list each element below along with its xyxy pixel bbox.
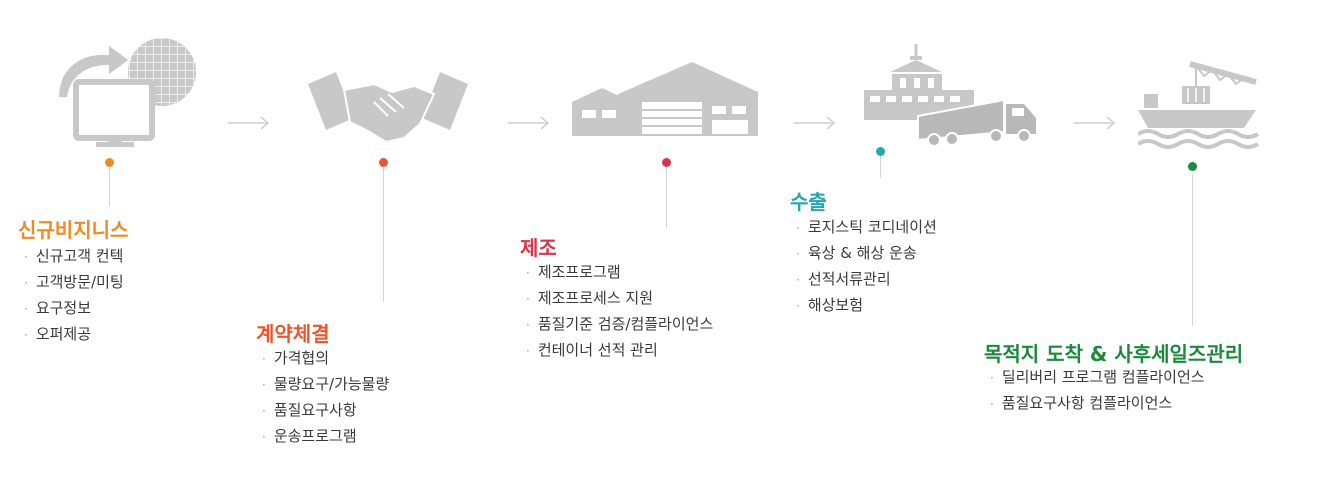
list-item: ·신규고객 컨텍 [24, 247, 124, 265]
step-connector [109, 166, 110, 206]
list-item: ·오퍼제공 [24, 325, 92, 343]
handshake-icon [308, 72, 468, 144]
step-items: ·제조프로그램 ·제조프로세스 지원 ·품질기준 검증/컴플라이언스 ·컨테이너… [526, 260, 713, 364]
list-item: ·해상보험 [796, 296, 864, 314]
step-marker [876, 147, 885, 156]
step-title: 목적지 도착 & 사후세일즈관리 [984, 342, 1244, 366]
list-item: ·요구정보 [24, 299, 92, 317]
list-item: ·딜리버리 프로그램 컴플라이언스 [990, 368, 1205, 386]
arrow-right-icon [508, 116, 550, 130]
step-title: 제조 [520, 236, 557, 260]
list-item: ·품질요구사항 컴플라이언스 [990, 394, 1173, 412]
truck-warehouse-icon [864, 44, 1036, 147]
list-item: ·품질요구사항 [262, 401, 357, 419]
list-item: ·제조프로세스 지원 [526, 289, 653, 307]
arrow-right-icon [228, 116, 270, 130]
step-title: 신규비지니스 [18, 218, 129, 242]
step-connector [880, 154, 881, 178]
arrow-right-icon [794, 116, 836, 130]
step-connector [666, 166, 667, 228]
list-item: ·가격협의 [262, 349, 330, 367]
list-item: ·로지스틱 코디네이션 [796, 218, 937, 236]
list-item: ·운송프로그램 [262, 427, 357, 445]
list-item: ·고객방문/미팅 [24, 273, 124, 291]
step-items: ·로지스틱 코디네이션 ·육상 & 해상 운송 ·선적서류관리 ·해상보험 [796, 215, 937, 319]
step-connector [1192, 174, 1193, 326]
step-marker [105, 158, 114, 167]
step-title: 계약체결 [256, 322, 330, 346]
list-item: ·육상 & 해상 운송 [796, 244, 917, 262]
step-marker [379, 158, 388, 167]
arrow-right-icon [1074, 116, 1116, 130]
monitor-globe-icon [56, 38, 196, 147]
list-item: ·품질기준 검증/컴플라이언스 [526, 315, 714, 333]
step-items: ·딜리버리 프로그램 컴플라이언스 ·품질요구사항 컴플라이언스 [990, 365, 1205, 417]
list-item: ·물량요구/가능물량 [262, 375, 390, 393]
list-item: ·컨테이너 선적 관리 [526, 341, 658, 359]
list-item: ·선적서류관리 [796, 270, 891, 288]
step-title: 수출 [790, 190, 827, 214]
step-marker [1188, 162, 1197, 171]
step-items: ·가격협의 ·물량요구/가능물량 ·품질요구사항 ·운송프로그램 [262, 346, 389, 450]
step-marker [662, 158, 671, 167]
step-connector [383, 166, 384, 302]
step-items: ·신규고객 컨텍 ·고객방문/미팅 ·요구정보 ·오퍼제공 [24, 244, 124, 348]
ship-crane-icon [1138, 61, 1260, 149]
list-item: ·제조프로그램 [526, 263, 621, 281]
factory-icon [572, 62, 758, 136]
